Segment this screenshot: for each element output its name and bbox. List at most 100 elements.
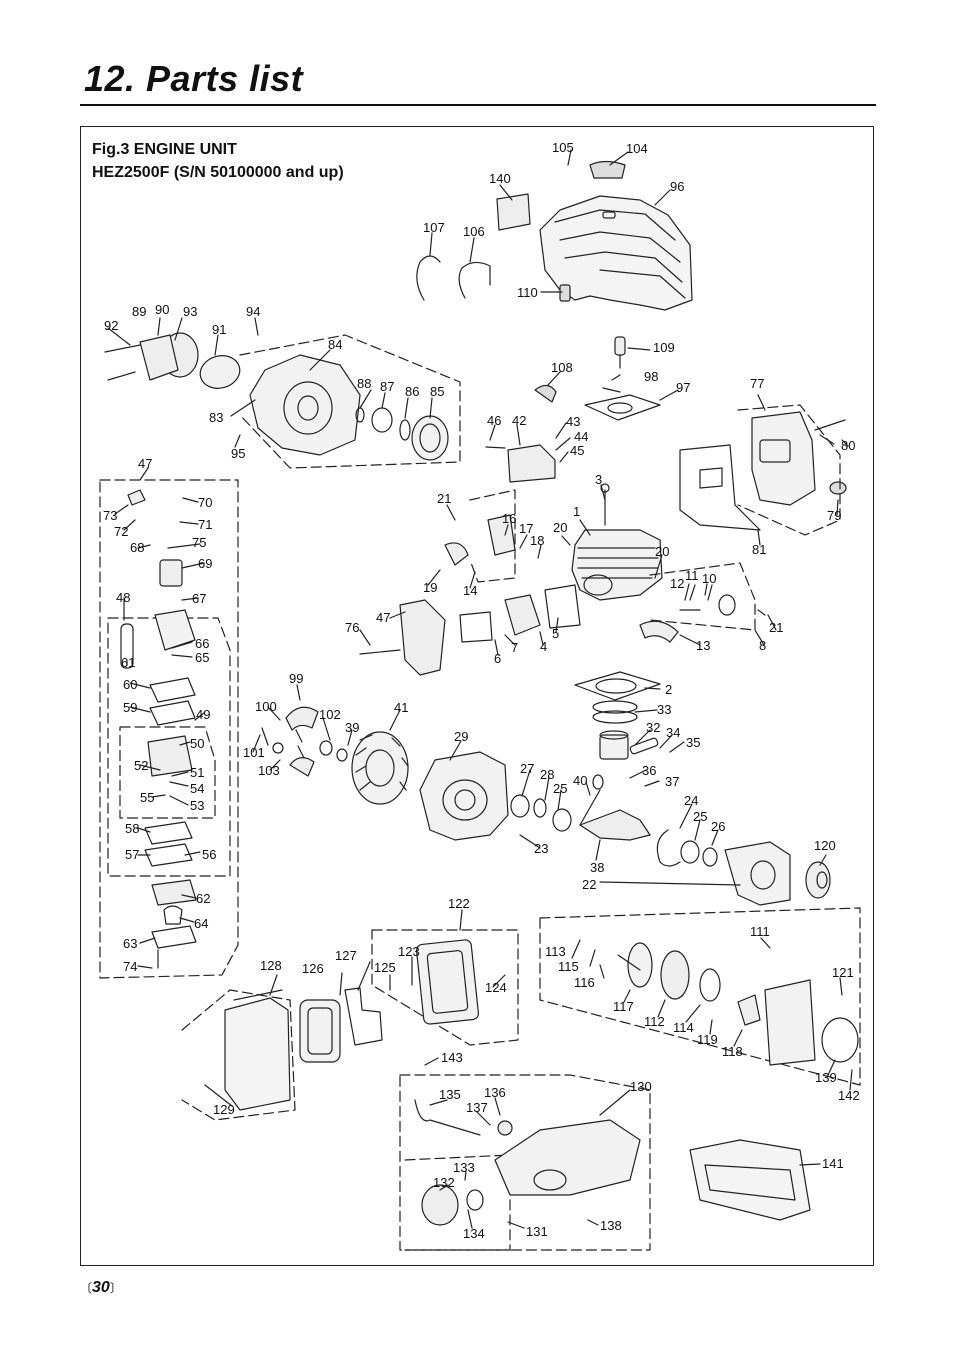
callout-label: 101	[243, 745, 265, 760]
callout-label: 25	[693, 809, 707, 824]
callout-label: 102	[319, 707, 341, 722]
page-number: 〔30〕	[80, 1279, 122, 1297]
muffler-part	[751, 411, 816, 506]
callout-label: 110	[517, 285, 538, 300]
callout-label: 52	[134, 758, 148, 773]
callout-label: 111	[750, 924, 770, 939]
callout-label: 97	[676, 380, 690, 395]
callout-label: 44	[574, 429, 588, 444]
callout-label: 45	[570, 443, 584, 458]
callout-label: 91	[212, 322, 226, 337]
callout-label: 104	[626, 141, 648, 156]
callout-label: 41	[394, 700, 408, 715]
callout-label: 64	[194, 916, 208, 931]
callout-label: 117	[613, 999, 634, 1014]
callout-label: 51	[190, 765, 204, 780]
callout-label: 28	[540, 767, 554, 782]
callout-label: 108	[551, 360, 573, 375]
figure-subtitle: HEZ2500F (S/N 50100000 and up)	[92, 164, 344, 181]
cylinder-cover-part	[539, 160, 693, 311]
callout-label: 130	[630, 1079, 652, 1094]
callout-label: 1	[573, 504, 580, 519]
callout-label: 107	[423, 220, 445, 235]
callout-label: 81	[752, 542, 766, 557]
callout-label: 80	[841, 438, 855, 453]
callout-label: 70	[198, 495, 212, 510]
callout-label: 127	[335, 948, 357, 963]
callout-label: 83	[209, 410, 223, 425]
callout-label: 67	[192, 591, 206, 606]
callout-label: 14	[463, 583, 477, 598]
callout-label: 36	[642, 763, 656, 778]
piston-part	[599, 730, 659, 760]
callout-label: 139	[815, 1070, 837, 1085]
callout-label: 16	[502, 511, 516, 526]
callout-label: 106	[463, 224, 485, 239]
sticker-part	[496, 193, 531, 231]
callout-label: 72	[114, 524, 128, 539]
callout-label: 19	[423, 580, 437, 595]
page-title: 12. Parts list	[84, 58, 304, 99]
callout-label: 132	[433, 1175, 455, 1190]
callout-label: 53	[190, 798, 204, 813]
callout-label: 47	[376, 610, 390, 625]
callout-label: 116	[574, 975, 595, 990]
callout-label: 49	[196, 707, 210, 722]
callout-label: 123	[398, 944, 420, 959]
callout-label: 4	[540, 639, 547, 654]
callout-label: 113	[545, 944, 566, 959]
callout-label: 3	[595, 472, 602, 487]
figure-title: Fig.3 ENGINE UNIT	[92, 141, 237, 158]
callout-label: 69	[198, 556, 212, 571]
callout-label: 32	[646, 720, 660, 735]
callout-label: 60	[123, 677, 137, 692]
callout-label: 84	[328, 337, 342, 352]
callout-label: 122	[448, 896, 470, 911]
callout-label: 10	[702, 571, 716, 586]
callout-label: 96	[670, 179, 684, 194]
callout-label: 57	[125, 847, 139, 862]
callout-label: 119	[697, 1032, 718, 1047]
callout-label: 22	[582, 877, 596, 892]
callout-label: 94	[246, 304, 260, 319]
callout-label: 34	[666, 725, 680, 740]
callout-label: 114	[673, 1020, 694, 1035]
callout-label: 65	[195, 650, 209, 665]
callout-label: 17	[519, 521, 533, 536]
callout-label: 13	[696, 638, 710, 653]
fan-housing-part	[249, 354, 361, 456]
protector-part	[689, 1139, 811, 1221]
callout-label: 86	[405, 384, 419, 399]
callout-label: 105	[552, 140, 574, 155]
callout-label: 39	[345, 720, 359, 735]
crankshaft-part	[579, 809, 651, 841]
wire-part	[416, 255, 441, 301]
callout-label: 98	[644, 369, 658, 384]
callout-label: 42	[512, 413, 526, 428]
page-number-bracket-left: 〔	[80, 1281, 93, 1295]
callout-label: 21	[769, 620, 783, 635]
page-number-bracket-right: 〕	[109, 1281, 122, 1295]
callout-label: 129	[213, 1102, 235, 1117]
callout-label: 109	[653, 340, 675, 355]
callout-label: 79	[827, 508, 841, 523]
callout-label: 143	[441, 1050, 463, 1065]
callout-label: 112	[644, 1014, 665, 1029]
ignition-coil-part	[507, 444, 556, 483]
carburetor-part	[399, 599, 446, 676]
callout-label: 54	[190, 781, 204, 796]
cylinder-part	[571, 483, 663, 601]
callout-labels: 105 104 140 96 107 106 110 89 90 93 94 9…	[103, 140, 860, 1241]
flywheel-part	[351, 731, 409, 805]
callout-label: 135	[439, 1087, 461, 1102]
callout-label: 115	[558, 959, 579, 974]
callout-label: 76	[345, 620, 359, 635]
callout-label: 73	[103, 508, 117, 523]
callout-label: 141	[822, 1156, 844, 1171]
callout-label: 92	[104, 318, 118, 333]
callout-label: 25	[553, 781, 567, 796]
callout-label: 120	[814, 838, 836, 853]
callout-label: 103	[258, 763, 280, 778]
callout-label: 87	[380, 379, 394, 394]
